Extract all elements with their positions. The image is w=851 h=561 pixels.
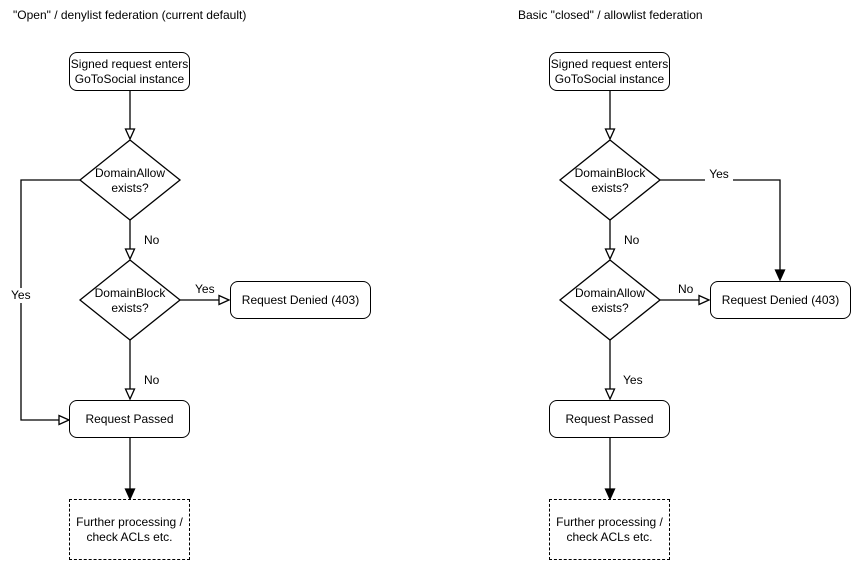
- left-decision2-no-label: No: [142, 373, 162, 388]
- left-diagram-title: "Open" / denylist federation (current de…: [13, 8, 247, 22]
- arrowhead-hollow-icon: [218, 294, 231, 306]
- arrowhead-hollow-icon: [124, 128, 136, 141]
- decision1-diamond: [78, 139, 182, 221]
- arrowhead-hollow-icon: [698, 294, 711, 306]
- decision1-diamond: [558, 139, 662, 221]
- left-further-node: Further processing / check ACLs etc.: [69, 499, 190, 560]
- left-decision1-yes-label: Yes: [9, 288, 33, 303]
- right-decision1-no-label: No: [622, 233, 642, 248]
- left-start-node: Signed request enters GoToSocial instanc…: [69, 52, 190, 91]
- decision2-diamond: [78, 259, 182, 341]
- left-flow-connectors: [20, 91, 231, 501]
- arrowhead-hollow-icon: [124, 388, 136, 401]
- right-denied-node: Request Denied (403): [710, 281, 851, 319]
- right-decision2-yes-label: Yes: [621, 373, 645, 388]
- edge-decision1-yes-to-denied: [660, 179, 781, 270]
- right-decision2-no-label: No: [676, 282, 696, 297]
- left-passed-node: Request Passed: [69, 400, 190, 438]
- left-decision2-yes-label: Yes: [193, 282, 217, 297]
- decision2-diamond: [558, 259, 662, 341]
- left-decision1-no-label: No: [142, 233, 162, 248]
- left-denied-node: Request Denied (403): [230, 281, 371, 319]
- arrowhead-hollow-icon: [604, 128, 616, 141]
- right-passed-node: Request Passed: [549, 400, 670, 438]
- right-decision1-yes-label: Yes: [705, 167, 733, 182]
- arrowhead-solid-icon: [604, 488, 616, 501]
- right-further-node: Further processing / check ACLs etc.: [549, 499, 670, 560]
- right-flow-connectors: [558, 91, 786, 501]
- arrowhead-hollow-icon: [58, 414, 71, 426]
- arrowhead-solid-icon: [774, 269, 786, 282]
- arrowhead-hollow-icon: [124, 248, 136, 261]
- arrowhead-hollow-icon: [604, 248, 616, 261]
- arrowhead-solid-icon: [124, 488, 136, 501]
- right-diagram-title: Basic "closed" / allowlist federation: [518, 8, 703, 22]
- right-start-node: Signed request enters GoToSocial instanc…: [549, 52, 670, 91]
- arrowhead-hollow-icon: [604, 388, 616, 401]
